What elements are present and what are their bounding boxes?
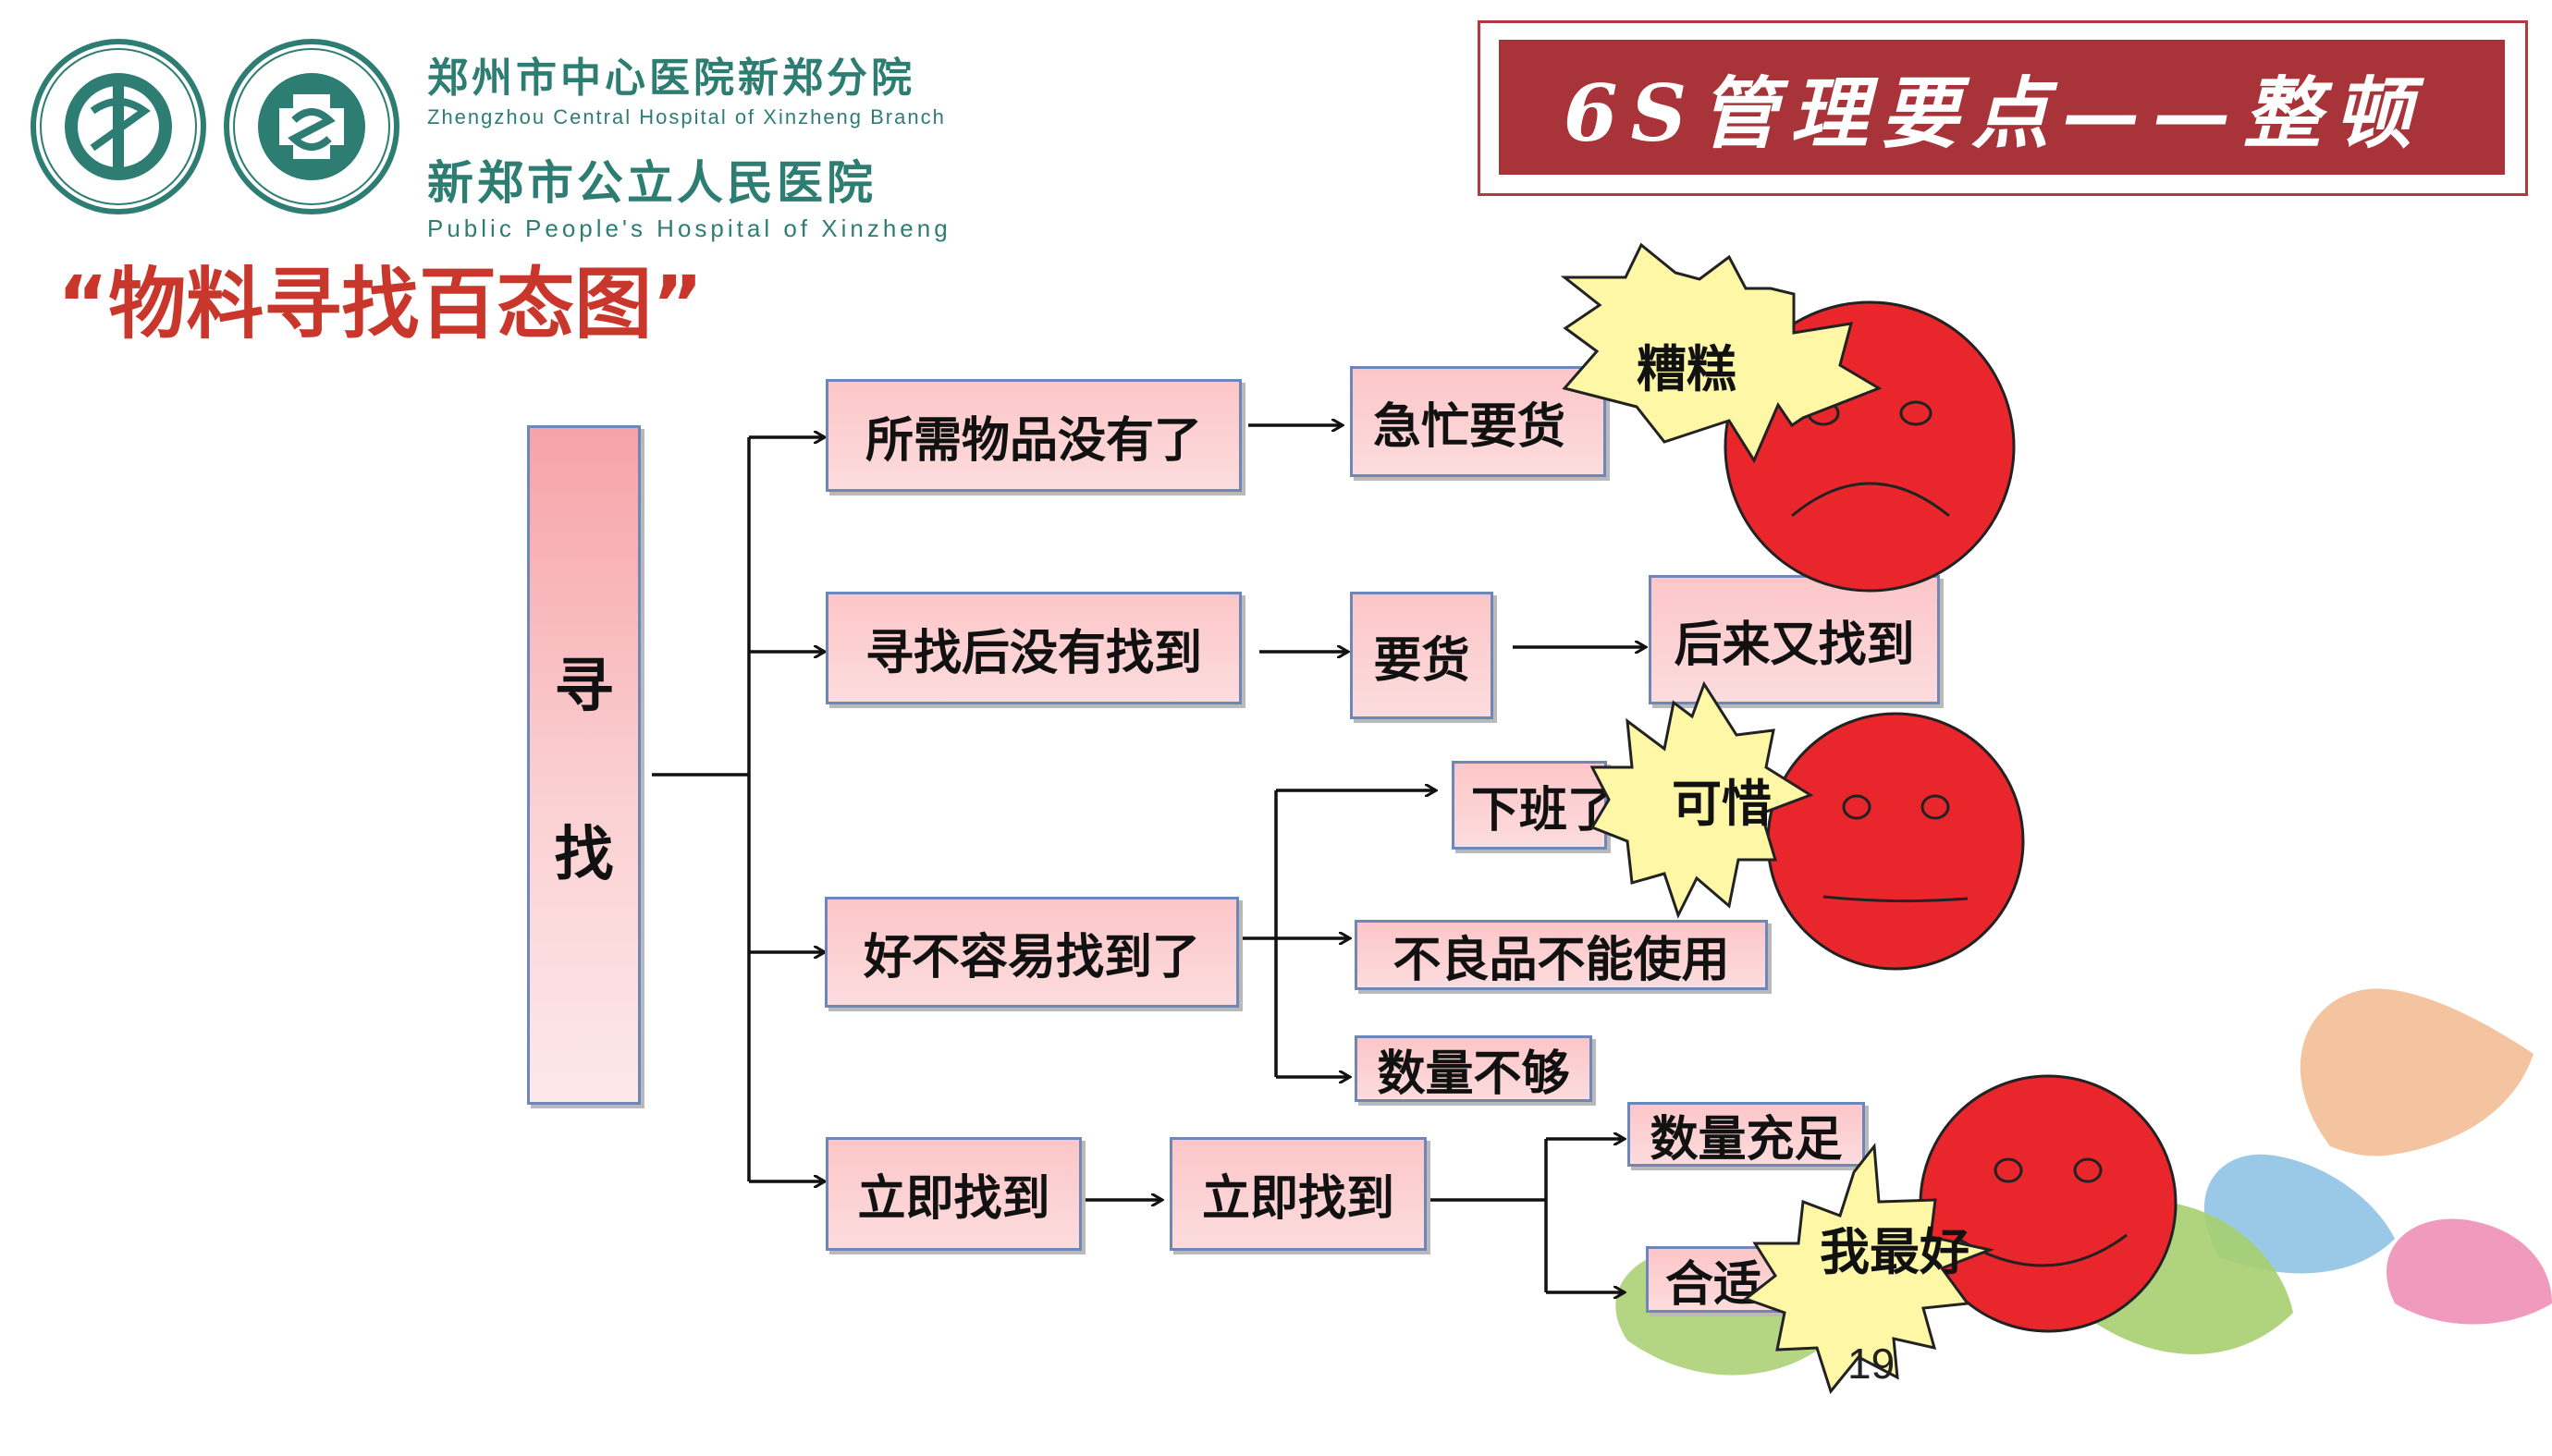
box-b2: 寻找后没有找到 [826, 592, 1242, 704]
ginkgo-leaf-icon [2386, 1218, 2552, 1325]
hospital-logo-icon [31, 39, 206, 214]
burst-label-1: 糟糕 [1637, 340, 1736, 398]
hospital-name-en-1: Zhengzhou Central Hospital of Xinzheng B… [427, 105, 946, 128]
box-b4a: 立即找到 [1170, 1137, 1427, 1251]
title-banner: 6S管理要点——整顿 [1478, 20, 2528, 196]
root-char-2: 找 [554, 820, 614, 889]
box-b2b: 后来又找到 [1649, 575, 1940, 704]
burst-label-2: 可惜 [1672, 775, 1772, 833]
hospital-name-block: 郑州市中心医院新郑分院 Zhengzhou Central Hospital o… [427, 44, 951, 243]
box-b4b: 数量充足 [1627, 1102, 1865, 1168]
burst-label-3: 我最好 [1820, 1223, 1969, 1281]
page-number: 19 [1847, 1340, 1896, 1388]
root-char-1: 寻 [554, 652, 614, 721]
hospital-logo-icon [224, 39, 399, 214]
starburst-icon [1560, 242, 1883, 464]
diagram-heading: “物料寻找百态图” [57, 259, 704, 349]
box-b3: 好不容易找到了 [825, 897, 1239, 1008]
box-b1a: 急忙要货 [1350, 366, 1606, 477]
hospital-name-en-2: Public People's Hospital of Xinzheng [427, 214, 951, 242]
neutral-face-icon [1766, 712, 2025, 971]
hospital-name-cn-2: 新郑市公立人民医院 [427, 156, 877, 210]
box-b2a: 要货 [1350, 592, 1493, 719]
root-box: 寻 找 [527, 425, 641, 1105]
box-b3a: 下班了 [1452, 761, 1615, 850]
starburst-icon [1589, 680, 1814, 919]
box-b3c: 数量不够 [1355, 1035, 1592, 1102]
box-b4: 立即找到 [826, 1137, 1082, 1251]
starburst-icon [1742, 1143, 1995, 1395]
box-b1: 所需物品没有了 [826, 379, 1242, 492]
box-b3b: 不良品不能使用 [1355, 920, 1768, 990]
ginkgo-leaf-icon [2300, 988, 2534, 1156]
slide-title: 6S管理要点——整顿 [1499, 40, 2505, 175]
hospital-name-cn-1: 郑州市中心医院新郑分院 [427, 55, 915, 102]
